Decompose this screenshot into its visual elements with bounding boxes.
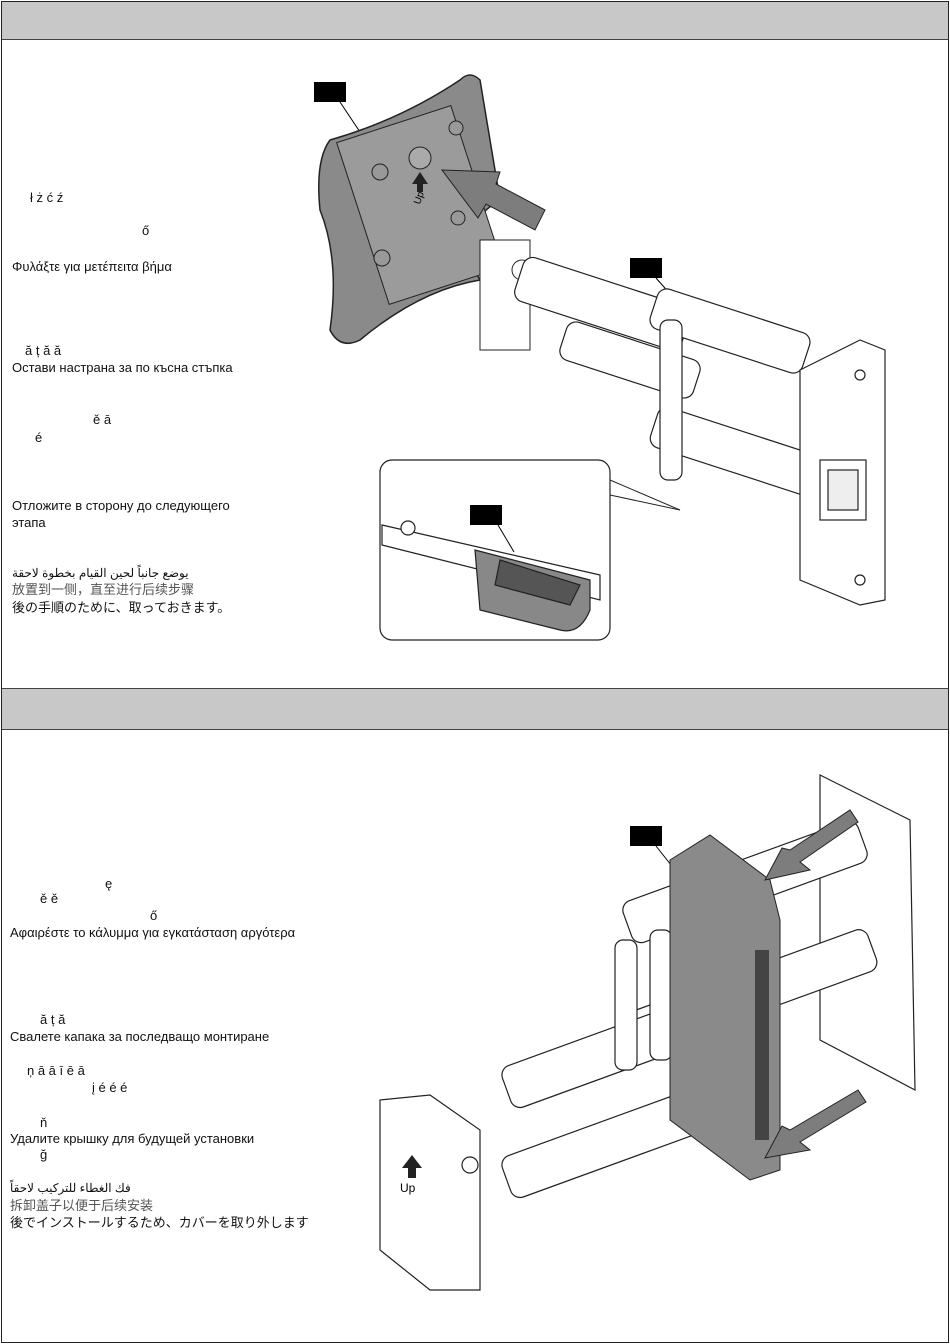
text-japanese: 後でインストールするため、カバーを取り外します	[10, 1215, 309, 1230]
callout-tag-2	[630, 258, 662, 278]
up-arrow-icon-2	[402, 1155, 422, 1178]
text-czech-fragment-1: ě ā	[93, 412, 112, 427]
svg-text:Up: Up	[412, 190, 427, 206]
text-greek: Φυλάξτε για μετέπειτα βήμα	[12, 259, 172, 274]
svg-text:Up: Up	[400, 1181, 416, 1195]
text-romanian-fragment: ă ț ă	[40, 1012, 66, 1027]
text-arabic: فك الغطاء للتركيب لاحقاً	[10, 1181, 131, 1195]
text-russian-line-1: Отложите в сторону до следующего	[12, 498, 230, 513]
diagram-step-1: Up	[314, 74, 886, 641]
text-romanian-fragment: ă ț ă ă	[25, 343, 62, 358]
direction-arrow	[440, 169, 546, 231]
cover-grip	[755, 950, 769, 1140]
text-chinese: 放置到一侧，直至进行后续步骤	[12, 582, 195, 597]
text-polish-fragment: ł ż ć ź	[30, 190, 64, 205]
text-bulgarian: Свалете капака за последващо монтиране	[10, 1029, 270, 1044]
text-czech-fragment-2: é	[35, 430, 43, 445]
removal-arrow-2	[764, 1089, 867, 1159]
text-czech-fragment: ě ě	[40, 891, 59, 906]
text-latvian-fragment-2: į é é é	[92, 1080, 128, 1095]
text-lithuanian-fragment: ę	[105, 876, 113, 891]
text-russian: Удалите крышку для будущей установки	[10, 1131, 255, 1146]
text-hungarian-fragment: ő	[150, 908, 158, 923]
removal-arrow-1	[764, 809, 859, 881]
step-header-bar-2	[2, 688, 948, 730]
text-turkish-fragment: ğ	[40, 1147, 48, 1162]
callout-tag-4	[630, 826, 662, 846]
text-japanese: 後の手順のために、取っておきます。	[12, 600, 231, 615]
arm-cover	[669, 834, 781, 1181]
text-latvian-fragment-1: ņ ā ā ī ē ā	[27, 1063, 85, 1078]
text-slovak-fragment: ň	[40, 1115, 48, 1130]
step-header-bar-1	[2, 2, 948, 40]
text-hungarian-fragment: ő	[142, 223, 150, 238]
text-russian-line-2: этапа	[12, 515, 46, 530]
up-arrow-icon	[412, 172, 428, 192]
text-chinese: 拆卸盖子以便于后续安装	[10, 1198, 154, 1213]
text-greek: Αφαιρέστε το κάλυμμα για εγκατάσταση αργ…	[10, 925, 296, 940]
text-bulgarian: Остави настрана за по късна стъпка	[12, 360, 233, 375]
text-arabic: يوضع جانباً لحين القيام بخطوة لاحقة	[12, 566, 189, 580]
callout-tag-3	[470, 505, 502, 525]
diagram-step-2: Up	[379, 774, 916, 1291]
callout-tag-1	[314, 82, 346, 102]
